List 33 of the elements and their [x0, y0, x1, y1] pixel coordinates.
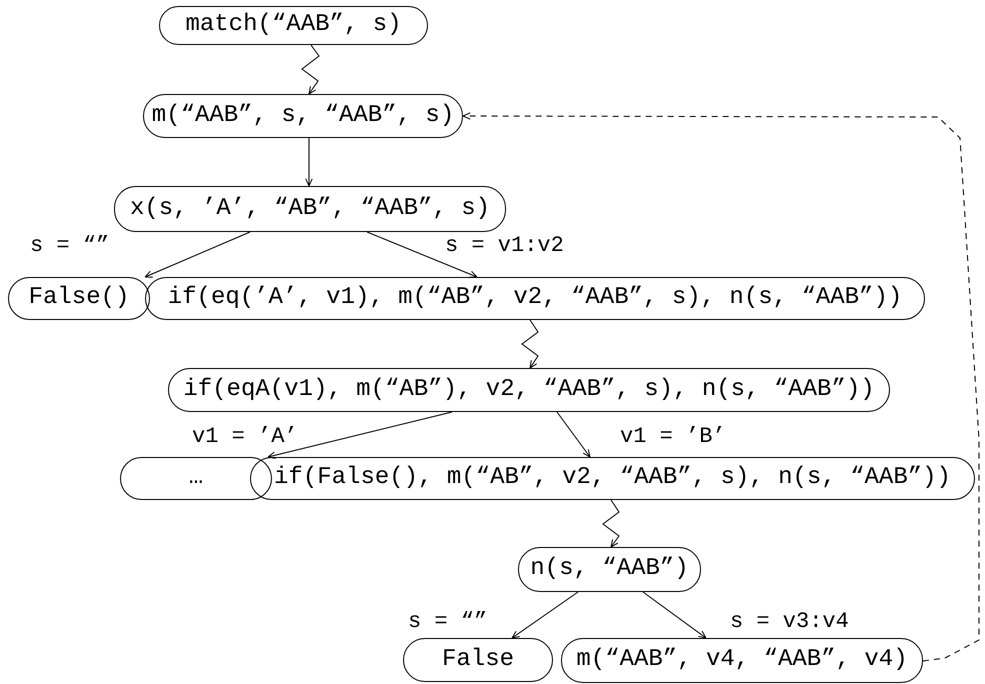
arrow [462, 112, 980, 662]
arrow [642, 592, 706, 638]
expression-text: n(s, “AAB”) [530, 556, 689, 583]
expression-text: m(“AAB”, v4, “AAB”, v4) [576, 647, 908, 674]
expression-text: if(eq(’A’, v1), m(“AB”, v2, “AAB”, s), n(s, “AAB”)) [168, 285, 902, 312]
arrow [602, 500, 620, 548]
arrow [144, 232, 250, 278]
expression-text: False [442, 646, 514, 674]
rounded-box [120, 457, 272, 500]
arrow [512, 592, 578, 638]
rounded-box [168, 368, 890, 412]
rounded-box [518, 547, 701, 592]
expression-text: False() [28, 285, 130, 312]
rounded-box [561, 638, 923, 683]
expression-text: match(“AAB”, s) [185, 12, 402, 39]
arrow [521, 320, 539, 368]
arrow [301, 44, 320, 94]
arrow [268, 412, 452, 459]
expression-text: if(eqA(v1), m(“AB”), v2, “AAB”, s), n(s, “AAB”)) [183, 376, 875, 404]
arrow [556, 412, 590, 458]
expression-text: x(s, ’A’, “AB”, “AAB”, s) [130, 196, 490, 222]
rounded-box [143, 94, 463, 138]
arrow [305, 138, 313, 186]
rounded-box [403, 638, 553, 682]
rounded-box [114, 186, 506, 232]
rounded-box [250, 457, 975, 500]
rounded-box [159, 6, 428, 45]
expression-text: if(False(), m(“AB”, v2, “AAB”, s), n(s, “AAB”)) [274, 465, 951, 492]
arrow [366, 232, 478, 278]
expression-text: m(“AAB”, s, “AAB”, s) [152, 102, 454, 130]
rounded-box [145, 277, 925, 320]
rounded-box [8, 277, 150, 320]
expression-text: … [188, 465, 204, 492]
